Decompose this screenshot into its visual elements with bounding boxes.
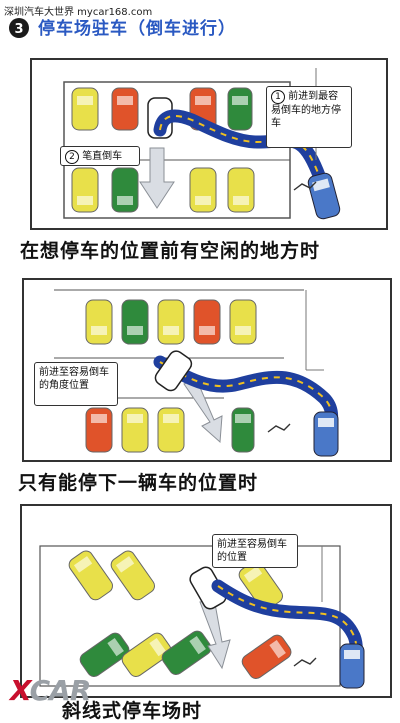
parked-car <box>189 167 217 213</box>
parked-car <box>161 630 212 675</box>
callout-text: 前进至容易倒车的位置 <box>217 539 287 563</box>
xcar-logo: XCAR <box>10 674 92 707</box>
parked-car <box>227 87 253 131</box>
logo-text: CAR <box>29 674 92 707</box>
callout-forward-stop: 1 前进到最容易倒车的地方停车 <box>266 86 352 148</box>
player-car <box>307 172 341 220</box>
path-dashes <box>159 114 321 179</box>
title-number: 3 <box>14 22 23 37</box>
caption-3: 斜线式停车场时 <box>62 700 203 722</box>
diagram-panel-1: 1 前进到最容易倒车的地方停车 2 笔直倒车 <box>30 58 388 230</box>
player-car <box>339 643 365 689</box>
parked-car <box>229 299 257 345</box>
caption-1: 在想停车的位置前有空闲的地方时 <box>20 240 321 262</box>
page-title: 停车场驻车（倒车进行） <box>38 19 236 39</box>
parked-car <box>111 87 139 131</box>
parked-car <box>121 299 149 345</box>
reverse-arrow <box>199 597 231 670</box>
callout-text: 前进到最容易倒车的地方停车 <box>271 91 341 129</box>
parking-diagram-1 <box>63 68 341 220</box>
parked-car <box>193 299 221 345</box>
parked-car <box>157 299 185 345</box>
callout-text: 笔直倒车 <box>82 151 123 162</box>
path-dashes <box>217 585 358 665</box>
parked-car <box>111 167 139 213</box>
reverse-arrow <box>139 147 175 209</box>
parking-diagram-2 <box>54 289 339 457</box>
parked-car <box>231 407 255 453</box>
road-marking <box>293 181 317 191</box>
parked-car <box>121 632 172 677</box>
parked-car <box>110 550 155 601</box>
ghost-car-outline <box>154 350 193 392</box>
callout-number: 2 <box>65 150 79 164</box>
title-number-badge: 3 <box>9 18 29 38</box>
caption-2: 只有能停下一辆车的位置时 <box>18 472 259 494</box>
callout-reverse-straight: 2 笔直倒车 <box>60 146 140 166</box>
parked-car <box>71 87 99 131</box>
logo-x-glyph: X <box>10 674 31 707</box>
watermark-text: 深圳汽车大世界 mycar168.com <box>4 7 153 18</box>
player-car <box>313 411 339 457</box>
path-dashes <box>159 361 333 429</box>
parked-car <box>85 299 113 345</box>
callout-text: 前进至容易倒车的角度位置 <box>39 367 109 391</box>
parked-car <box>227 167 255 213</box>
parking-diagram-3 <box>39 545 365 689</box>
parked-car <box>157 407 185 453</box>
diagram-panel-2: 前进至容易倒车的角度位置 <box>22 278 392 462</box>
parked-car <box>71 167 99 213</box>
callout-forward-angle: 前进至容易倒车的角度位置 <box>34 362 118 406</box>
callout-forward-position: 前进至容易倒车的位置 <box>212 534 298 568</box>
parked-car <box>241 634 292 679</box>
parked-car <box>68 550 113 601</box>
parked-car <box>79 632 130 677</box>
parked-car <box>85 407 113 453</box>
road-marking <box>267 423 291 433</box>
diagram-panel-3: 前进至容易倒车的位置 <box>20 504 392 698</box>
callout-number: 1 <box>271 90 285 104</box>
road-marking <box>293 657 317 667</box>
parked-car <box>121 407 149 453</box>
